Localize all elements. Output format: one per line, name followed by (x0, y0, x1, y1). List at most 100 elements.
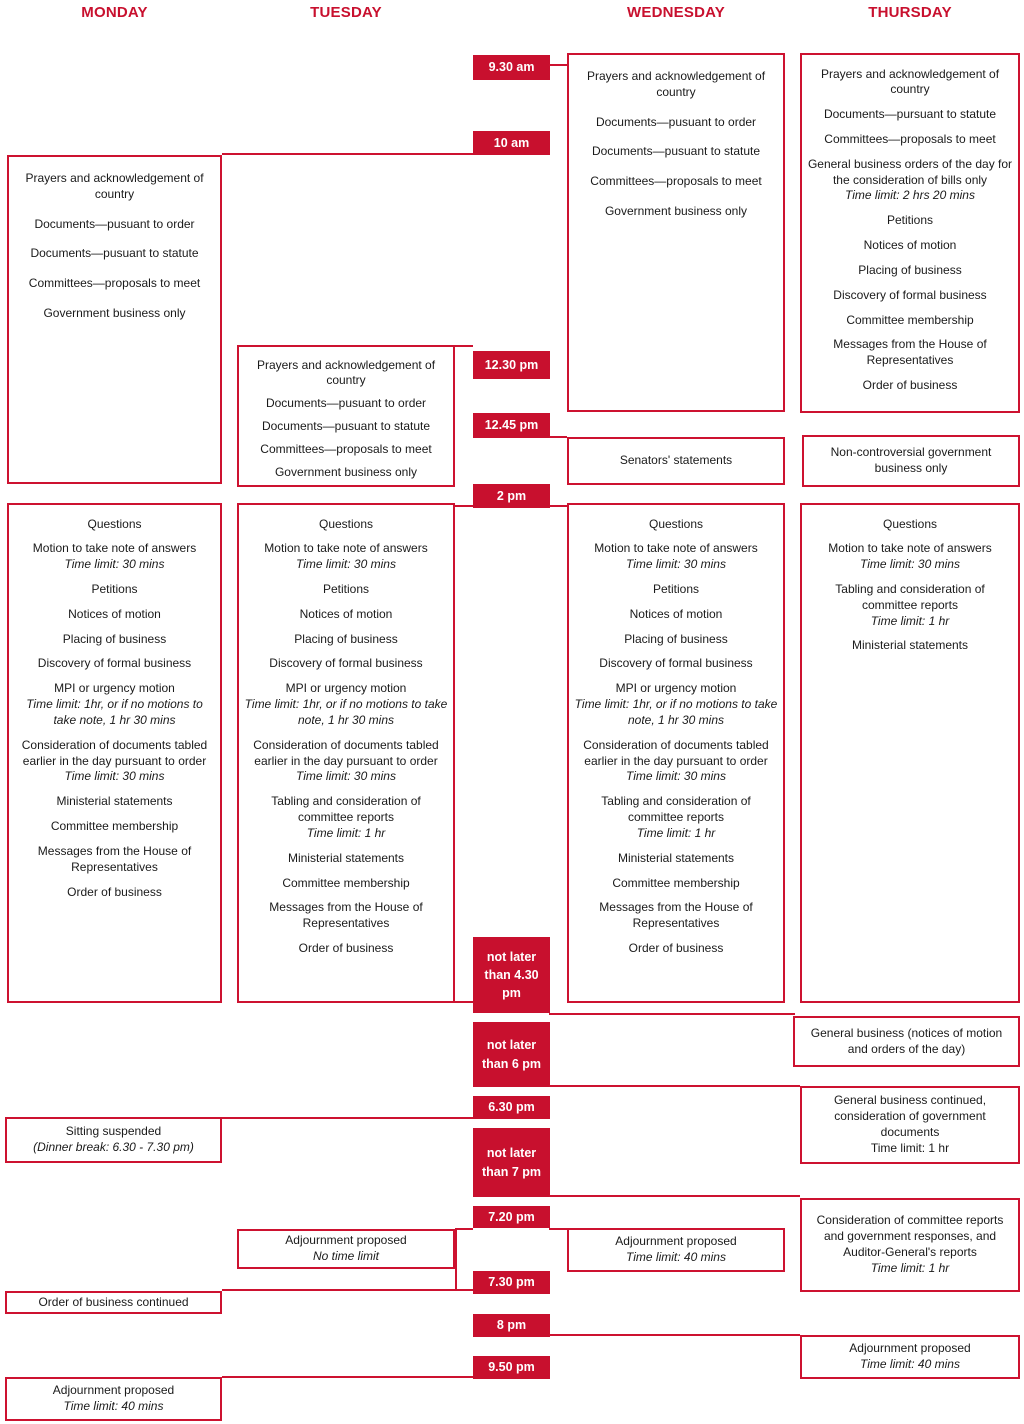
time-badge-930am: 9.30 am (473, 55, 550, 80)
schedule-item-label: Consideration of documents tabled earlie… (253, 737, 439, 768)
schedule-item: Senators' statements (620, 453, 732, 469)
schedule-item-label: Order of business (298, 941, 394, 956)
schedule-item-label: Order of business continued (38, 1294, 189, 1309)
schedule-item: Documents—pusuant to statute (30, 246, 198, 262)
schedule-item-label: Government business only (604, 204, 748, 219)
schedule-item: Order of business (299, 941, 394, 957)
schedule-item-label: Petitions (652, 581, 700, 596)
schedule-item-label: Prayers and acknowledgement of country (25, 171, 204, 201)
time-limit-note: Time limit: 1 hr (306, 825, 386, 840)
schedule-item-label: Committee membership (282, 875, 410, 890)
schedule-item: Consideration of documents tabled earlie… (244, 738, 448, 785)
schedule-item-label: Messages from the House of Representativ… (599, 900, 753, 931)
schedule-item-label: Documents—pusuant to statute (591, 144, 761, 159)
schedule-item-label: Order of business (862, 378, 958, 393)
connector-2pm-wednesday (549, 505, 567, 507)
schedule-item-label: Documents—pusuant to statute (30, 246, 199, 261)
schedule-item-label: Messages from the House of Representativ… (37, 843, 192, 874)
time-limit-note: Time limit: 1hr, or if no motions to tak… (244, 697, 448, 727)
schedule-item-label: Committees—proposals to meet (824, 131, 996, 146)
schedule-item: Messages from the House of Representativ… (244, 900, 448, 932)
schedule-item-label: Notices of motion (863, 238, 957, 253)
schedule-item-label: Notices of motion (629, 606, 723, 621)
wednesday-1245pm-box: Senators' statements (567, 437, 785, 485)
time-limit-note: Time limit: 40 mins (860, 1357, 960, 1371)
schedule-item-label: Order of business (628, 941, 724, 956)
schedule-item-label: Notices of motion (299, 606, 393, 621)
schedule-item: Consideration of committee reports and g… (807, 1213, 1013, 1276)
schedule-item-label: Committees—proposals to meet (590, 174, 762, 189)
schedule-item-label: Discovery of formal business (269, 656, 423, 671)
schedule-item: Questions (649, 517, 703, 533)
schedule-item: Notices of motion (864, 238, 957, 254)
schedule-item: General business continued, consideratio… (807, 1093, 1013, 1156)
schedule-item: Committee membership (51, 819, 178, 835)
schedule-item-label: Senators' statements (619, 453, 733, 468)
time-limit-note: Time limit: 1hr, or if no motions to tak… (574, 697, 778, 727)
schedule-item-label: Questions (318, 516, 374, 531)
schedule-item: General business (notices of motion and … (800, 1026, 1013, 1058)
schedule-item: Questions (883, 517, 937, 533)
thursday-committee-reports-box: Consideration of committee reports and g… (800, 1198, 1020, 1292)
time-badge-720pm: 7.20 pm (473, 1206, 550, 1228)
schedule-item-label: Committees—proposals to meet (260, 441, 432, 456)
schedule-item-label: Motion to take note of answers (828, 541, 992, 556)
schedule-item: Documents—pusuant to order (34, 217, 194, 233)
schedule-item: Sitting suspended(Dinner break: 6.30 - 7… (33, 1124, 194, 1156)
connector-430pm-tuesday (455, 1001, 473, 1003)
schedule-item: Committees—proposals to meet (824, 132, 995, 148)
schedule-item: Committees—proposals to meet (260, 442, 431, 458)
schedule-item-label: Petitions (886, 213, 934, 228)
day-header-wednesday: WEDNESDAY (627, 4, 725, 21)
schedule-item-label: Placing of business (294, 631, 398, 646)
schedule-item: Tabling and consideration of committee r… (574, 794, 778, 841)
schedule-item-label: Ministerial statements (851, 638, 969, 653)
schedule-item-label: Placing of business (62, 631, 167, 646)
connector-630pm-monday-sitting-suspended (222, 1117, 473, 1119)
schedule-item-label: General business (notices of motion and … (810, 1025, 1003, 1056)
connector-930am-wednesday (549, 64, 567, 66)
connector-vertical-720pm-730pm (455, 1228, 457, 1291)
schedule-item-label: Sitting suspended (65, 1124, 162, 1139)
schedule-item: Government business only (605, 204, 747, 220)
time-limit-note: Time limit: 1 hr (870, 1260, 950, 1275)
connector-10am-monday (222, 153, 473, 155)
schedule-item: Petitions (91, 582, 137, 598)
schedule-item: Documents—pusuant to order (596, 115, 756, 131)
schedule-item: Placing of business (63, 632, 166, 648)
schedule-item: Messages from the House of Representativ… (574, 900, 778, 932)
schedule-item-label: Ministerial statements (617, 850, 735, 865)
time-badge-1230pm: 12.30 pm (473, 351, 550, 379)
connector-950pm-monday-adjournment (222, 1376, 473, 1378)
schedule-item-label: Petitions (91, 581, 138, 596)
schedule-item-label: MPI or urgency motion (615, 681, 737, 696)
schedule-item-label: MPI or urgency motion (285, 681, 407, 696)
schedule-item-label: Adjournment proposed (285, 1233, 407, 1248)
schedule-item: Prayers and acknowledgement of country (574, 69, 778, 101)
time-limit-note: Time limit: 30 mins (296, 769, 396, 784)
schedule-item-label: Tabling and consideration of committee r… (835, 581, 985, 612)
schedule-item: Ministerial statements (288, 851, 404, 867)
schedule-item: Committees—proposals to meet (29, 276, 200, 292)
schedule-item: Order of business continued (38, 1295, 188, 1311)
schedule-item: Placing of business (294, 632, 397, 648)
schedule-item-label: Prayers and acknowledgement of country (586, 69, 766, 99)
schedule-item-label: Prayers and acknowledgement of country (820, 66, 1000, 97)
schedule-item-label: Notices of motion (68, 606, 161, 621)
time-badge-8pm: 8 pm (473, 1314, 550, 1337)
schedule-item-label: Questions (882, 516, 938, 531)
schedule-item-label: Ministerial statements (56, 794, 173, 809)
schedule-item: Petitions (323, 582, 369, 598)
time-badge-10am: 10 am (473, 131, 550, 155)
schedule-item: Prayers and acknowledgement of country (244, 358, 448, 390)
time-limit-note: Time limit: 30 mins (626, 557, 726, 572)
